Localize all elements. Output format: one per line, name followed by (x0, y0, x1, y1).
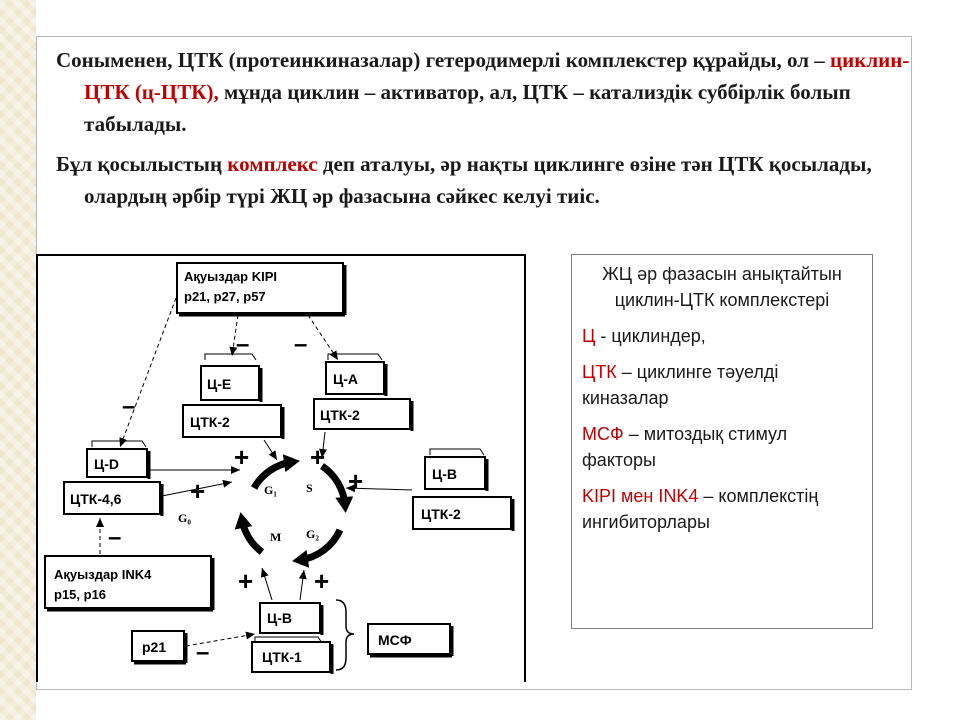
legend-key: ЦТК (582, 362, 617, 382)
paragraph-1: Соныменен, ЦТК (протеинкиназалар) гетеро… (56, 44, 934, 140)
decorative-side-strip (0, 0, 36, 720)
paragraph-2-text: Бұл қосылыстың (56, 152, 228, 176)
legend-item-inhibitors: KIPI мен INK4 – комплекстің ингибиторлар… (582, 483, 862, 535)
legend-key: KIPI мен INK4 (582, 486, 699, 506)
minus-sign: – (294, 331, 307, 358)
p21-box: р21 (131, 630, 188, 665)
paragraph-2-text-end: деп аталуы, әр нақты циклинге өзіне тән … (84, 152, 872, 208)
cdk2-a-label: ЦТК-2 (320, 407, 360, 423)
plus-sign: + (348, 466, 363, 496)
cyclin-b-right-label: Ц-В (432, 466, 457, 482)
cyclin-b-bottom-label: Ц-В (267, 610, 292, 626)
kipi-members: р21, р27, р57 (184, 289, 266, 304)
plus-sign: + (234, 442, 249, 472)
phase-g2: G₂ (306, 527, 319, 541)
cdk46-label: ЦТК-4,6 (70, 491, 122, 507)
ink4-inhibitor-box: Ақуыздар INK4 р15, р16 (44, 555, 215, 612)
ink4-label: Ақуыздар INK4 (54, 567, 152, 582)
legend-desc: – комплекстің ингибиторлары (582, 486, 819, 532)
minus-sign: – (122, 393, 135, 420)
plus-sign: + (238, 566, 253, 596)
minus-sign: – (108, 524, 121, 551)
cyclin-b-right-complex: Ц-В ЦТК-2 (412, 448, 515, 531)
cdk2-b-label: ЦТК-2 (421, 506, 461, 522)
cell-cycle-ring (234, 454, 354, 568)
paragraph-1-highlight: циклин-ЦТК (ц-ЦТК), (84, 48, 910, 104)
cyclin-e-complex: Ц-Е ЦТК-2 (182, 353, 285, 439)
paragraph-1-text-end: мұнда циклин – активатор, ал, ЦТК – ката… (84, 80, 851, 136)
cyclin-a-complex: Ц-А ЦТК-2 (313, 353, 414, 431)
legend-title: ЖЦ әр фазасын анықтайтын циклин-ЦТК комп… (602, 264, 842, 310)
legend-desc: – митоздық стимул факторы (582, 424, 788, 470)
legend-key: Ц (582, 326, 596, 346)
p21-label: р21 (142, 639, 166, 655)
paragraph-2: Бұл қосылыстың комплекс деп аталуы, әр н… (56, 148, 934, 212)
legend-desc: – циклинге тәуелді киназалар (582, 362, 779, 408)
cell-cycle-diagram: Ақуыздар KIPI р21, р27, р57 Ц-Е ЦТК-2 Ц-… (44, 262, 515, 674)
cyclin-d-label: Ц-D (94, 456, 119, 472)
diagram-frame (36, 254, 526, 682)
cyclin-b-bottom-complex: Ц-В ЦТК-1 (251, 602, 334, 674)
cyclin-d-complex: Ц-D ЦТК-4,6 (63, 440, 164, 516)
legend-item-msf: МСФ – митоздық стимул факторы (582, 421, 862, 473)
kipi-label: Ақуыздар KIPI (184, 269, 277, 284)
plus-sign: + (314, 566, 329, 596)
phase-g0: G₀ (178, 511, 191, 525)
ink4-members: р15, р16 (54, 587, 106, 602)
cyclin-a-label: Ц-А (333, 371, 358, 387)
phase-s: S (306, 481, 313, 495)
legend-item-cdk: ЦТК – циклинге тәуелді киназалар (582, 359, 862, 411)
msf-box: МСФ (335, 599, 454, 671)
paragraph-2-highlight: комплекс (227, 152, 318, 176)
minus-sign: – (236, 331, 249, 358)
msf-label: МСФ (378, 632, 412, 648)
minus-sign: – (196, 639, 209, 666)
activation-arrows (150, 431, 413, 601)
cdk2-e-label: ЦТК-2 (190, 414, 230, 430)
plus-sign: + (310, 442, 325, 472)
regulation-signs: – – – – – + + + + + + (108, 331, 363, 666)
phase-g1: G₁ (264, 483, 277, 497)
legend-desc: - циклиндер, (595, 326, 706, 346)
legend-item-cyclin: Ц - циклиндер, (582, 323, 862, 349)
kipi-inhibitor-box: Ақуыздар KIPI р21, р27, р57 (176, 262, 347, 317)
plus-sign: + (190, 476, 205, 506)
cdk1-label: ЦТК-1 (262, 649, 302, 665)
inhibition-lines (96, 297, 339, 647)
phase-m: M (270, 530, 281, 544)
paragraph-1-text: Соныменен, ЦТК (протеинкиназалар) гетеро… (56, 48, 831, 72)
legend-box: ЖЦ әр фазасын анықтайтын циклин-ЦТК комп… (571, 254, 873, 629)
legend-key: МСФ (582, 424, 624, 444)
cyclin-e-label: Ц-Е (207, 376, 231, 392)
